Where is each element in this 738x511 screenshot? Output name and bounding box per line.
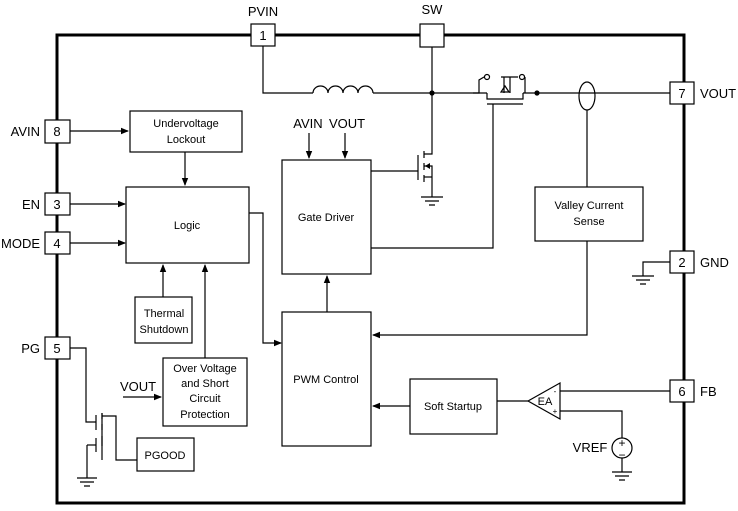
svg-text:PVIN: PVIN <box>248 4 278 19</box>
ea-plus-sign: + <box>553 407 558 416</box>
svg-text:PG: PG <box>21 341 40 356</box>
block-pwm-control: PWM Control <box>281 311 372 447</box>
svg-text:3: 3 <box>53 197 60 212</box>
pin-gnd: 2 GND <box>669 250 729 274</box>
svg-text:Soft Startup: Soft Startup <box>424 401 482 413</box>
svg-text:MODE: MODE <box>1 236 40 251</box>
svg-text:EN: EN <box>22 197 40 212</box>
wires <box>70 46 670 478</box>
svg-text:Valley Current: Valley Current <box>555 200 624 212</box>
pin-en: 3 EN <box>22 192 71 216</box>
svg-text:AVIN: AVIN <box>11 124 40 139</box>
svg-text:Undervoltage: Undervoltage <box>153 118 218 130</box>
error-amplifier: EA - + <box>526 381 561 421</box>
svg-text:Circuit: Circuit <box>189 393 220 405</box>
block-ovp: Over Voltage and Short Circuit Protectio… <box>162 357 248 427</box>
svg-text:SW: SW <box>422 2 444 17</box>
pg-mosfet-icon <box>95 413 137 461</box>
pin-pg: 5 PG <box>21 336 71 360</box>
source-plus-sign: + <box>618 436 625 450</box>
inductor-icon <box>312 85 374 94</box>
svg-text:Sense: Sense <box>573 216 604 228</box>
svg-text:PGOOD: PGOOD <box>145 450 186 462</box>
svg-text:Lockout: Lockout <box>167 134 206 146</box>
block-uvlo: Undervoltage Lockout <box>129 110 243 153</box>
ground-icon <box>632 275 654 285</box>
high-side-mosfet-icon <box>473 73 526 107</box>
pin-avin: 8 AVIN <box>11 119 71 144</box>
svg-text:Protection: Protection <box>180 409 230 421</box>
svg-text:Thermal: Thermal <box>144 308 184 320</box>
svg-text:7: 7 <box>678 86 685 101</box>
svg-text:8: 8 <box>53 124 60 139</box>
block-logic: Logic <box>125 186 250 264</box>
block-valley-current-sense: Valley Current Sense <box>534 186 644 242</box>
svg-text:and Short: and Short <box>181 378 229 390</box>
pin-mode: 4 MODE <box>1 231 71 255</box>
pin-fb: 6 FB <box>669 379 717 403</box>
svg-text:6: 6 <box>678 384 685 399</box>
sw-node-dot <box>429 90 435 96</box>
svg-text:Shutdown: Shutdown <box>140 324 189 336</box>
ea-label: EA <box>538 396 553 408</box>
block-soft-startup: Soft Startup <box>409 378 498 435</box>
gate-driver-avin-label: AVIN <box>293 116 322 131</box>
svg-text:Gate Driver: Gate Driver <box>298 212 355 224</box>
ground-icon <box>612 471 632 481</box>
ovp-vout-label: VOUT <box>120 379 156 394</box>
svg-text:FB: FB <box>700 384 717 399</box>
block-pgood: PGOOD <box>136 437 195 472</box>
svg-text:4: 4 <box>53 236 60 251</box>
ea-minus-sign: - <box>554 387 557 396</box>
vout-node-dot <box>534 90 540 96</box>
gate-driver-vout-label: VOUT <box>329 116 365 131</box>
svg-text:VOUT: VOUT <box>700 86 736 101</box>
ground-icon <box>77 477 97 487</box>
svg-text:Over Voltage: Over Voltage <box>173 363 237 375</box>
source-minus-sign: − <box>618 448 625 462</box>
pin-pvin: 1 PVIN <box>248 4 278 47</box>
block-thermal-shutdown: Thermal Shutdown <box>134 296 193 344</box>
vref-label: VREF <box>573 440 608 455</box>
svg-text:Logic: Logic <box>174 220 201 232</box>
pin-sw: SW <box>419 2 445 48</box>
pin-vout: 7 VOUT <box>669 81 736 105</box>
svg-text:2: 2 <box>678 255 685 270</box>
block-gate-driver: Gate Driver <box>281 159 372 275</box>
svg-text:5: 5 <box>53 341 60 356</box>
vref-source-icon: + − <box>611 436 633 462</box>
svg-text:PWM Control: PWM Control <box>293 374 358 386</box>
low-side-mosfet-icon <box>417 143 433 182</box>
current-sense-loop-icon <box>578 81 596 111</box>
svg-text:1: 1 <box>259 28 266 43</box>
svg-text:GND: GND <box>700 255 729 270</box>
ground-icon <box>421 196 443 206</box>
